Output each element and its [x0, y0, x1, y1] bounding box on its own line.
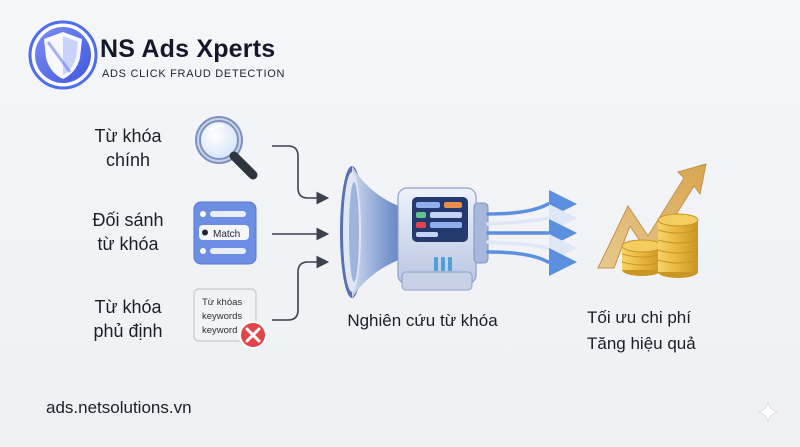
process-caption: Nghiên cứu từ khóa	[347, 311, 498, 330]
match-label: Match	[213, 229, 240, 240]
arrow-from-main-keyword	[272, 145, 330, 205]
match-keyword-label: Đối sánh từ khóa	[80, 208, 176, 256]
coin-stack-right	[657, 213, 699, 278]
neg-card-line-3: keyword	[202, 325, 237, 336]
match-keyword-label-line-1: Đối sánh	[92, 210, 164, 230]
negative-keyword-card-icon: Từ khóas keywords keyword	[193, 288, 257, 342]
result-line-2: Tăng hiệu quả	[587, 334, 696, 353]
magnifier-icon	[195, 116, 258, 180]
stream-2	[486, 204, 577, 232]
negative-keyword-label-line-1: Từ khóa	[94, 297, 162, 317]
brand-name: NS Ads Xperts	[100, 35, 276, 63]
funnel-machine-icon	[340, 166, 489, 298]
main-keyword-label-line-2: chính	[105, 150, 151, 170]
match-list-icon: Match	[193, 201, 257, 265]
stream-5	[486, 248, 577, 276]
coins-growth-arrow-icon	[597, 163, 707, 278]
logo-shield-icon	[28, 20, 98, 90]
sparkle-icon	[757, 401, 779, 423]
site-url-link[interactable]: ads.netsolutions.vn	[46, 398, 192, 417]
neg-card-line-1: Từ khóas	[202, 297, 242, 308]
main-keyword-label-line-1: Từ khóa	[94, 126, 162, 146]
result-text: Tối ưu chi phí Tăng hiệu quả	[587, 305, 696, 357]
stream-4	[486, 234, 577, 262]
input-arrows	[272, 145, 330, 321]
match-keyword-label-line-2: từ khóa	[97, 234, 159, 254]
error-x-icon	[239, 321, 267, 349]
negative-keyword-label-line-2: phủ định	[93, 321, 163, 341]
main-keyword-label: Từ khóa chính	[80, 124, 176, 172]
negative-keyword-label: Từ khóa phủ định	[80, 295, 176, 343]
stream-1	[486, 190, 577, 218]
neg-card-line-2: keywords	[202, 311, 242, 322]
brand-tagline: ADS CLICK FRAUD DETECTION	[102, 68, 286, 80]
arrow-from-negative-keyword	[272, 255, 330, 321]
result-line-1: Tối ưu chi phí	[587, 308, 691, 327]
coin-stack-left	[621, 239, 663, 276]
output-streams	[486, 190, 577, 276]
